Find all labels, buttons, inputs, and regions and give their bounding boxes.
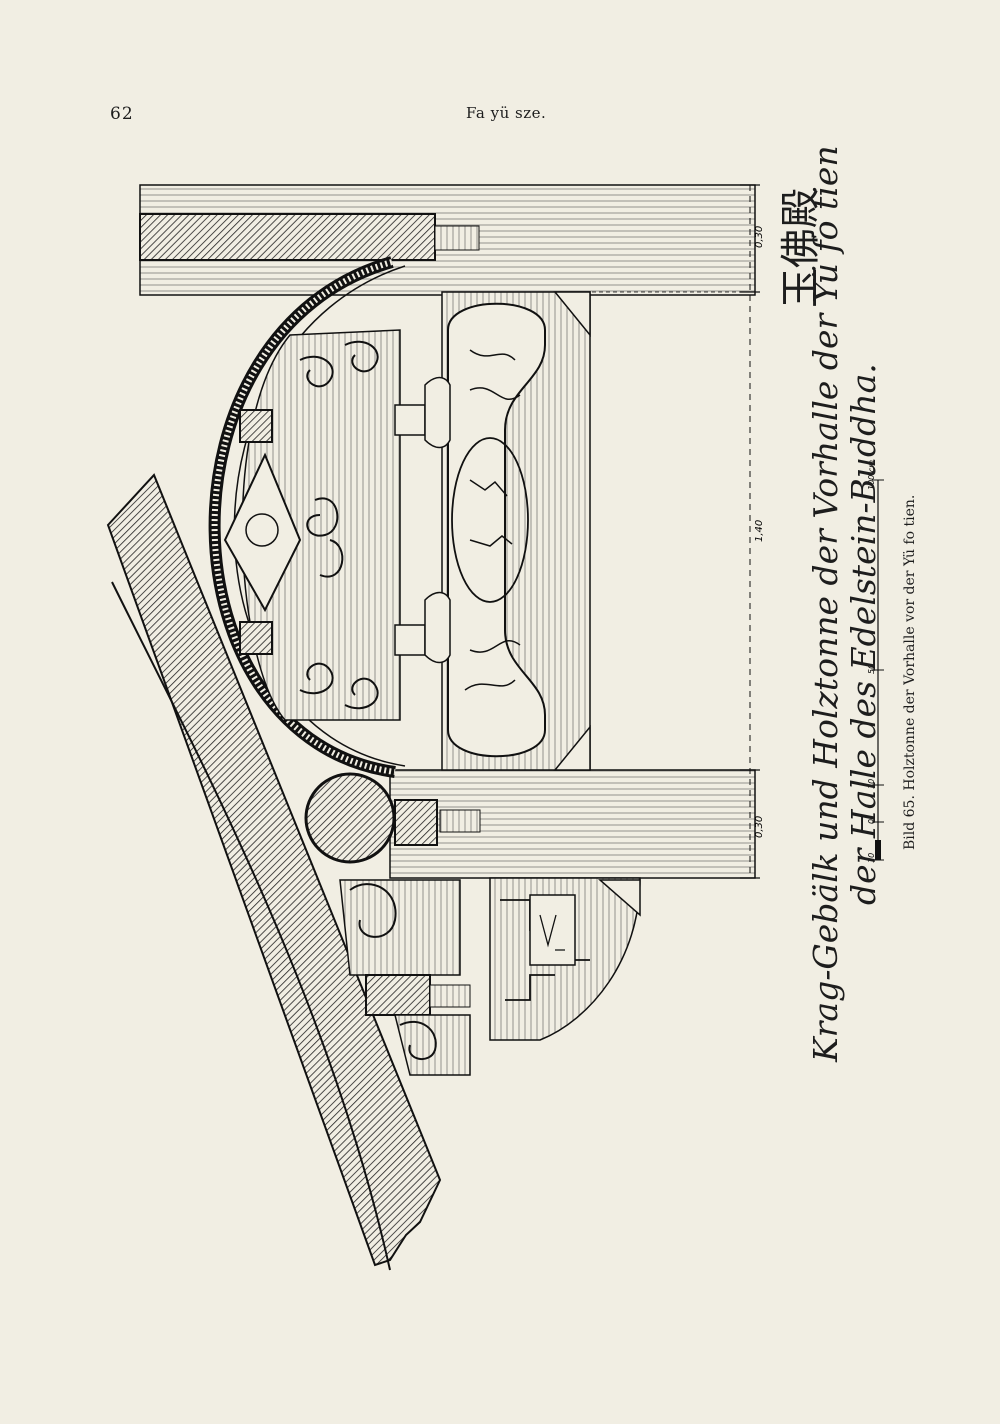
dim-label-top: 0,30 (754, 226, 765, 248)
roof-slab (106, 473, 442, 1267)
top-beam (139, 184, 756, 296)
dimension-line (445, 184, 760, 879)
figure-caption: Bild 65. Holztonne der Vorhalle vor der … (902, 494, 918, 850)
dim-label-bottom: 0,30 (754, 816, 765, 838)
bottom-beam (304, 769, 756, 879)
round-purlin (304, 772, 396, 864)
scale-label-neg10: 10 (867, 853, 876, 863)
scale-label-100: 100 cm (867, 460, 876, 490)
chinese-characters: 玉佛殿 (778, 188, 824, 308)
running-head: Fa yü sze. (466, 104, 547, 122)
roof-outer-line (111, 581, 391, 1271)
carved-main-beam (424, 291, 591, 771)
page-number: 62 (110, 104, 134, 124)
figure-title-line2: der Halle des Edelstein-Buddha. (844, 363, 883, 905)
scale-bar (872, 479, 884, 861)
bracket-assembly (339, 877, 641, 1076)
dim-label-middle: 1,40 (754, 520, 765, 542)
scale-label-10: 10 (867, 779, 876, 789)
scale-label-50: 50 (867, 664, 876, 674)
carved-vault-panel (223, 329, 426, 721)
scale-label-0: 0 (867, 819, 876, 824)
